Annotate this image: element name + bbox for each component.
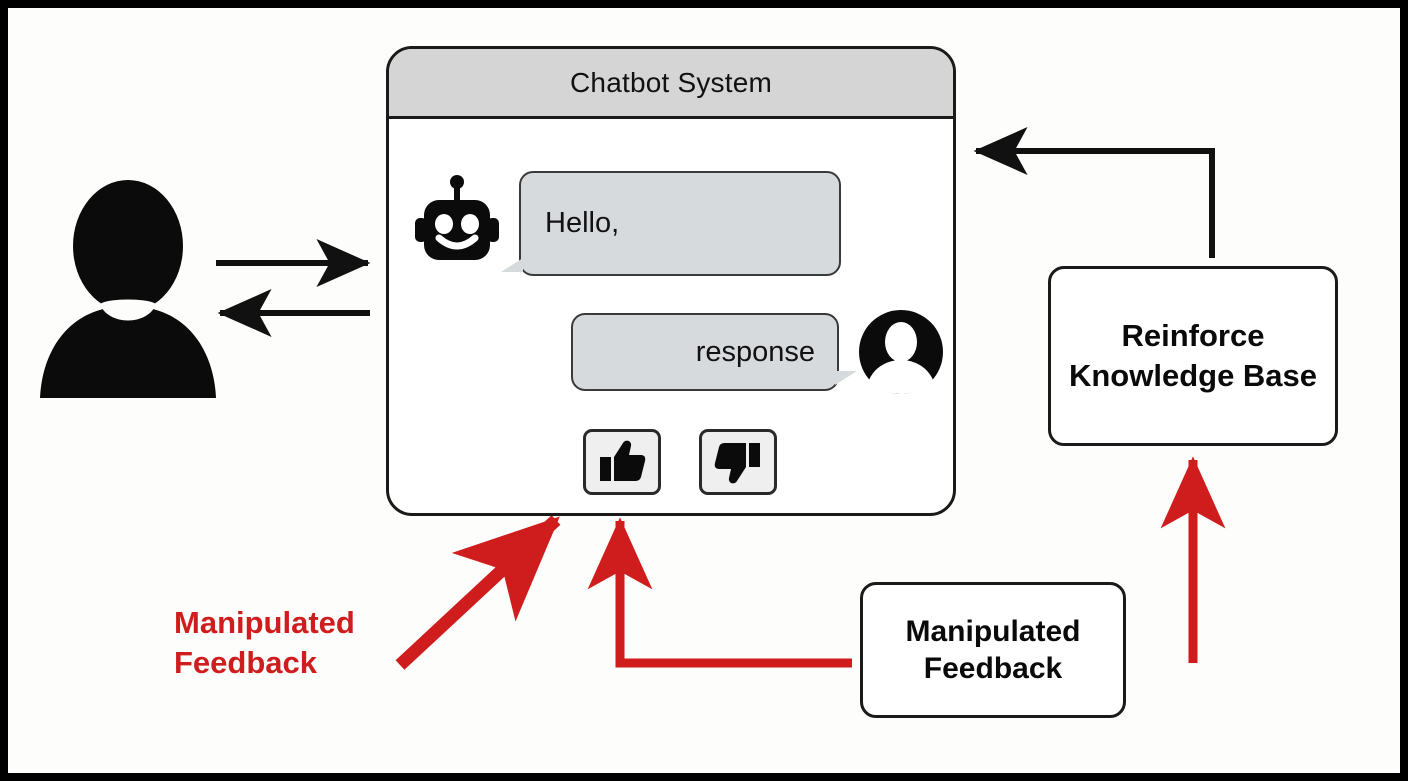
user-silhouette-icon: [40, 180, 216, 398]
thumbs-up-icon: [600, 440, 646, 481]
chat-bubble-user-text: response: [695, 335, 815, 368]
user-avatar-icon: [859, 310, 943, 394]
arrow-knowledgebase-to-chatbot: [973, 127, 1215, 258]
arrow-manipulated-box-to-buttons: [587, 517, 852, 668]
thumbs-down-button[interactable]: [699, 429, 777, 495]
chatbot-system-header: Chatbot System: [389, 49, 953, 119]
chat-bubble-bot: Hello,: [497, 171, 841, 276]
reinforce-knowledge-base-box[interactable]: Reinforce Knowledge Base: [1048, 266, 1338, 446]
manipulated-feedback-box-label: Manipulated Feedback: [905, 614, 1081, 686]
manipulated-feedback-label-text: Manipulated Feedback: [174, 605, 355, 681]
thumbs-up-button[interactable]: [583, 429, 661, 495]
chat-bubble-bot-text: Hello,: [545, 207, 620, 239]
chat-bubble-user: response: [571, 313, 861, 391]
bubble-tail: [835, 371, 857, 385]
page-title: Chatbot System: [570, 66, 772, 98]
chatbot-system-panel[interactable]: Chatbot System Hello,: [386, 46, 956, 516]
bubble-tail: [501, 258, 523, 272]
robot-icon: [415, 175, 499, 260]
manipulated-feedback-label: Manipulated Feedback: [174, 603, 424, 684]
thumbs-down-icon: [714, 443, 760, 484]
manipulated-feedback-box[interactable]: Manipulated Feedback: [860, 582, 1126, 718]
reinforce-knowledge-base-label: Reinforce Knowledge Base: [1068, 318, 1318, 393]
diagram-stage: Chatbot System Hello,: [8, 8, 1400, 773]
